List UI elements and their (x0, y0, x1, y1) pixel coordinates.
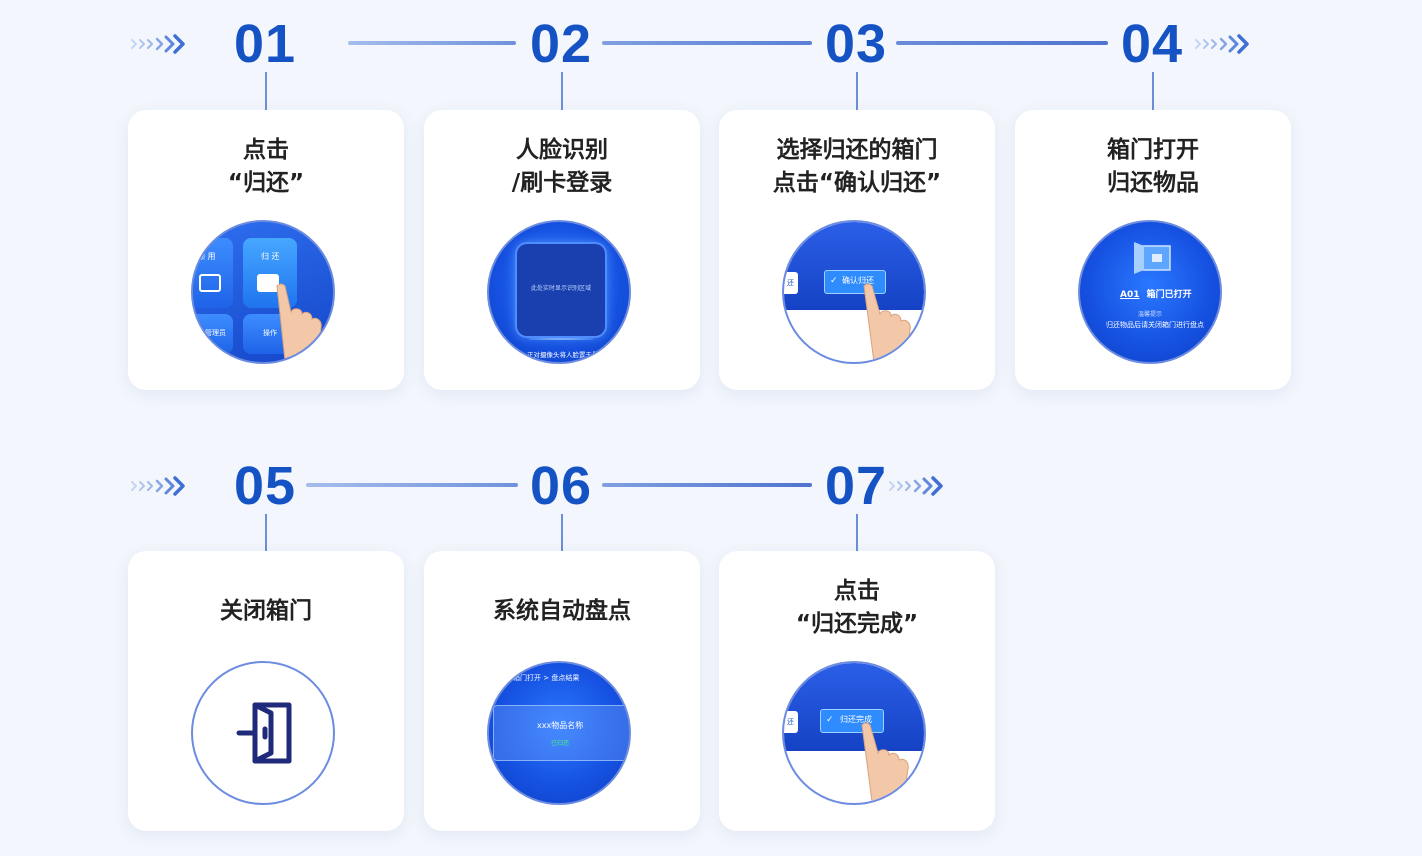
return-box-icon (257, 274, 279, 292)
confirm-return-button (824, 270, 886, 294)
step-card-03: 选择归还的箱门 点击“确认归还” 还 ✓ 确认归还 (719, 110, 995, 390)
step-stem (265, 72, 267, 114)
step-card-06: 系统自动盘点 箱门打开 > 盘点结果 xxx物品名称 已归还 (424, 551, 700, 831)
complete-return-button (820, 709, 884, 733)
step-title: 箱门打开 归还物品 (1107, 137, 1199, 196)
connector-line (306, 483, 518, 487)
complete-return-illustration: 还 ✓ 归还完成 (782, 661, 926, 805)
confirm-return-illustration: 还 ✓ 确认归还 (782, 220, 926, 364)
connector-line (348, 41, 516, 45)
step-number-05: 05 (233, 456, 297, 516)
step-stem (265, 514, 267, 556)
step-card-01: 点击 “归还” 领 用 归 还 管理员 操作 (128, 110, 404, 390)
step-stem (561, 72, 563, 114)
step-title: 点击 “归还完成” (795, 578, 919, 637)
connector-line (602, 483, 812, 487)
item-card (493, 705, 629, 761)
door-illustration (191, 661, 335, 805)
step-card-07: 点击 “归还完成” 还 ✓ 归还完成 (719, 551, 995, 831)
step-number-06: 06 (529, 456, 593, 516)
hand-pointer-icon (861, 722, 909, 801)
box-down-icon (199, 274, 221, 292)
arrow-chevrons-icon (131, 476, 185, 496)
hand-pointer-icon (863, 283, 911, 362)
door-opened-illustration: A01 箱门已打开 温馨提示 归还物品后请关闭箱门进行盘点 (1078, 220, 1222, 364)
step-stem (1152, 72, 1154, 114)
hand-pointer-icon (276, 283, 322, 360)
step-stem (856, 514, 858, 556)
step-title: 人脸识别 /刷卡登录 (511, 137, 613, 196)
arrow-chevrons-icon (1195, 34, 1249, 54)
open-cabinet-icon (1134, 242, 1171, 274)
step-card-04: 箱门打开 归还物品 A01 箱门已打开 温馨提示 归还物品后请关闭箱门进行盘点 (1015, 110, 1291, 390)
step-title: 关闭箱门 (220, 598, 312, 624)
step-stem (561, 514, 563, 556)
step-number-01: 01 (233, 14, 297, 74)
home-menu-illustration: 领 用 归 还 管理员 操作 (191, 220, 335, 364)
checkmark-icon: ✓ (830, 276, 838, 286)
step-card-05: 关闭箱门 (128, 551, 404, 831)
step-title: 选择归还的箱门 点击“确认归还” (772, 137, 942, 196)
step-number-07: 07 (824, 456, 888, 516)
checkmark-icon: ✓ (826, 715, 834, 725)
arrow-chevrons-icon (889, 476, 943, 496)
step-title: 系统自动盘点 (493, 598, 631, 624)
connector-line (602, 41, 812, 45)
step-number-03: 03 (824, 14, 888, 74)
step-title: 点击 “归还” (227, 137, 305, 196)
face-recognition-illustration: 此处实时显示识别区域 正对摄像头将人脸置于界 (487, 220, 631, 364)
step-number-02: 02 (529, 14, 593, 74)
door-icon (236, 702, 292, 764)
camera-frame (517, 244, 605, 336)
inventory-result-illustration: 箱门打开 > 盘点结果 xxx物品名称 已归还 (487, 661, 631, 805)
connector-line (896, 41, 1108, 45)
arrow-chevrons-icon (131, 34, 185, 54)
step-number-04: 04 (1120, 14, 1184, 74)
step-stem (856, 72, 858, 114)
step-card-02: 人脸识别 /刷卡登录 此处实时显示识别区域 正对摄像头将人脸置于界 (424, 110, 700, 390)
